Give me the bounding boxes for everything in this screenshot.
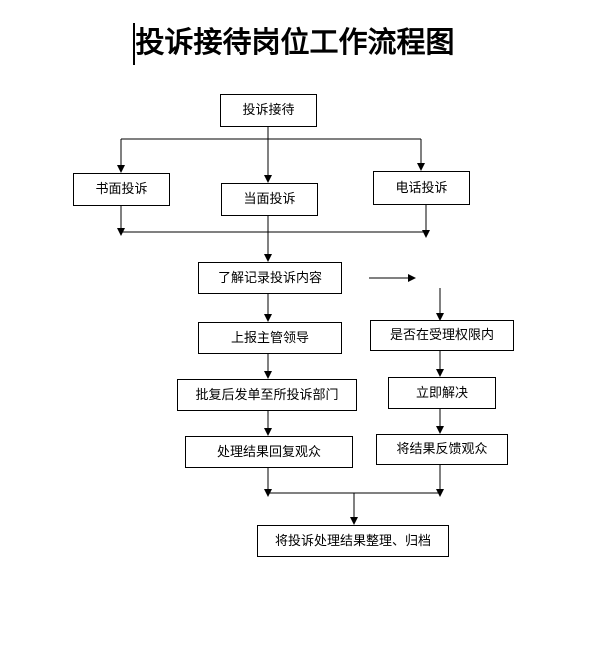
node-reply: 处理结果回复观众 — [185, 436, 353, 468]
node-within-scope: 是否在受理权限内 — [370, 320, 514, 351]
node-within-scope-label: 是否在受理权限内 — [389, 328, 494, 343]
node-phone: 电话投诉 — [373, 171, 470, 205]
node-dispatch-label: 批复后发单至所投诉部门 — [195, 387, 339, 403]
node-resolve: 立即解决 — [388, 377, 496, 409]
node-written-label: 书面投诉 — [95, 182, 148, 197]
node-archive: 将投诉处理结果整理、归档 — [257, 525, 449, 557]
chart-title: 投诉接待岗位工作流程图 — [135, 25, 455, 59]
node-feedback-label: 将结果反馈观众 — [396, 442, 488, 457]
node-resolve-label: 立即解决 — [415, 385, 468, 401]
node-phone-label: 电话投诉 — [395, 180, 448, 196]
node-report: 上报主管领导 — [198, 322, 342, 354]
node-reception-label: 投诉接待 — [242, 103, 295, 118]
text-cursor — [133, 23, 135, 65]
node-report-label: 上报主管领导 — [230, 330, 309, 346]
node-record: 了解记录投诉内容 — [198, 262, 342, 294]
node-record-label: 了解记录投诉内容 — [217, 270, 322, 286]
node-in-person-label: 当面投诉 — [243, 192, 296, 207]
node-in-person: 当面投诉 — [221, 183, 318, 216]
node-reply-label: 处理结果回复观众 — [216, 444, 321, 460]
node-archive-label: 将投诉处理结果整理、归档 — [274, 533, 431, 549]
node-reception: 投诉接待 — [220, 94, 317, 127]
node-feedback: 将结果反馈观众 — [376, 434, 508, 465]
node-dispatch: 批复后发单至所投诉部门 — [177, 379, 357, 411]
node-written: 书面投诉 — [73, 173, 170, 206]
